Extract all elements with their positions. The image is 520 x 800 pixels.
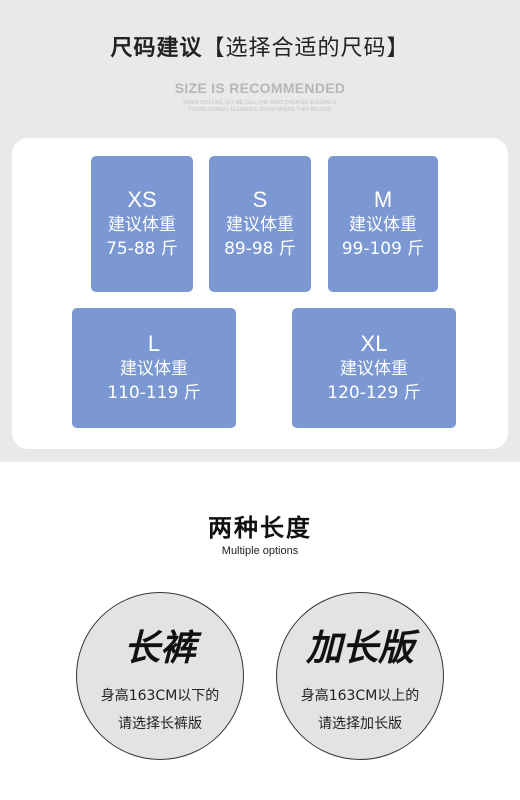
- size-label: 建议体重: [340, 359, 408, 379]
- size-card: XS 建议体重 75-88 斤 S 建议体重 89-98 斤 M 建议体重 99…: [12, 138, 508, 449]
- size-range: 99-109 斤: [341, 239, 425, 259]
- size-code: M: [373, 187, 393, 212]
- size-range: 120-129 斤: [327, 383, 421, 403]
- title-main: 尺码建议: [110, 36, 203, 61]
- length-option-extended: 加长版 身高163CM以上的 请选择加长版: [276, 592, 444, 760]
- size-range: 110-119 斤: [107, 383, 201, 403]
- option-name: 加长版: [305, 628, 414, 669]
- size-box-xs: XS 建议体重 75-88 斤: [91, 156, 193, 292]
- option-line-2: 请选择长裤版: [118, 716, 202, 732]
- size-box-m: M 建议体重 99-109 斤: [328, 156, 438, 292]
- size-box-s: S 建议体重 89-98 斤: [209, 156, 311, 292]
- size-code: S: [252, 187, 268, 212]
- length-subtitle: Multiple options: [221, 545, 299, 557]
- size-range: 89-98 斤: [224, 239, 296, 259]
- fine-print-1: WHEN YOU LIFE, LET ME CALL THE SHOT CREA…: [183, 100, 337, 106]
- title-sub: 【选择合适的尺码】: [202, 36, 410, 61]
- option-line-1: 身高163CM以下的: [100, 688, 220, 704]
- size-box-l: L 建议体重 110-119 斤: [72, 308, 236, 428]
- length-title: 两种长度: [208, 514, 312, 542]
- option-line-2: 请选择加长版: [318, 716, 402, 732]
- size-box-xl: XL 建议体重 120-129 斤: [292, 308, 456, 428]
- size-code: L: [147, 331, 161, 356]
- size-label: 建议体重: [226, 215, 294, 235]
- size-section: 尺码建议【选择合适的尺码】 SIZE IS RECOMMENDED WHEN Y…: [0, 0, 520, 462]
- size-label: 建议体重: [108, 215, 176, 235]
- option-line-1: 身高163CM以上的: [300, 688, 420, 704]
- option-name: 长裤: [123, 628, 196, 669]
- size-label: 建议体重: [120, 359, 188, 379]
- size-range: 75-88 斤: [106, 239, 178, 259]
- size-code: XL: [360, 331, 388, 356]
- section-title: 尺码建议【选择合适的尺码】: [0, 30, 520, 62]
- fine-print-2: YOUNG WOMEN, ELEGANCE SHOW WHERE THEY BE…: [188, 107, 332, 113]
- section-subtitle: SIZE IS RECOMMENDED: [174, 80, 346, 96]
- size-code: XS: [127, 187, 157, 212]
- size-label: 建议体重: [349, 215, 417, 235]
- length-option-regular: 长裤 身高163CM以下的 请选择长裤版: [76, 592, 244, 760]
